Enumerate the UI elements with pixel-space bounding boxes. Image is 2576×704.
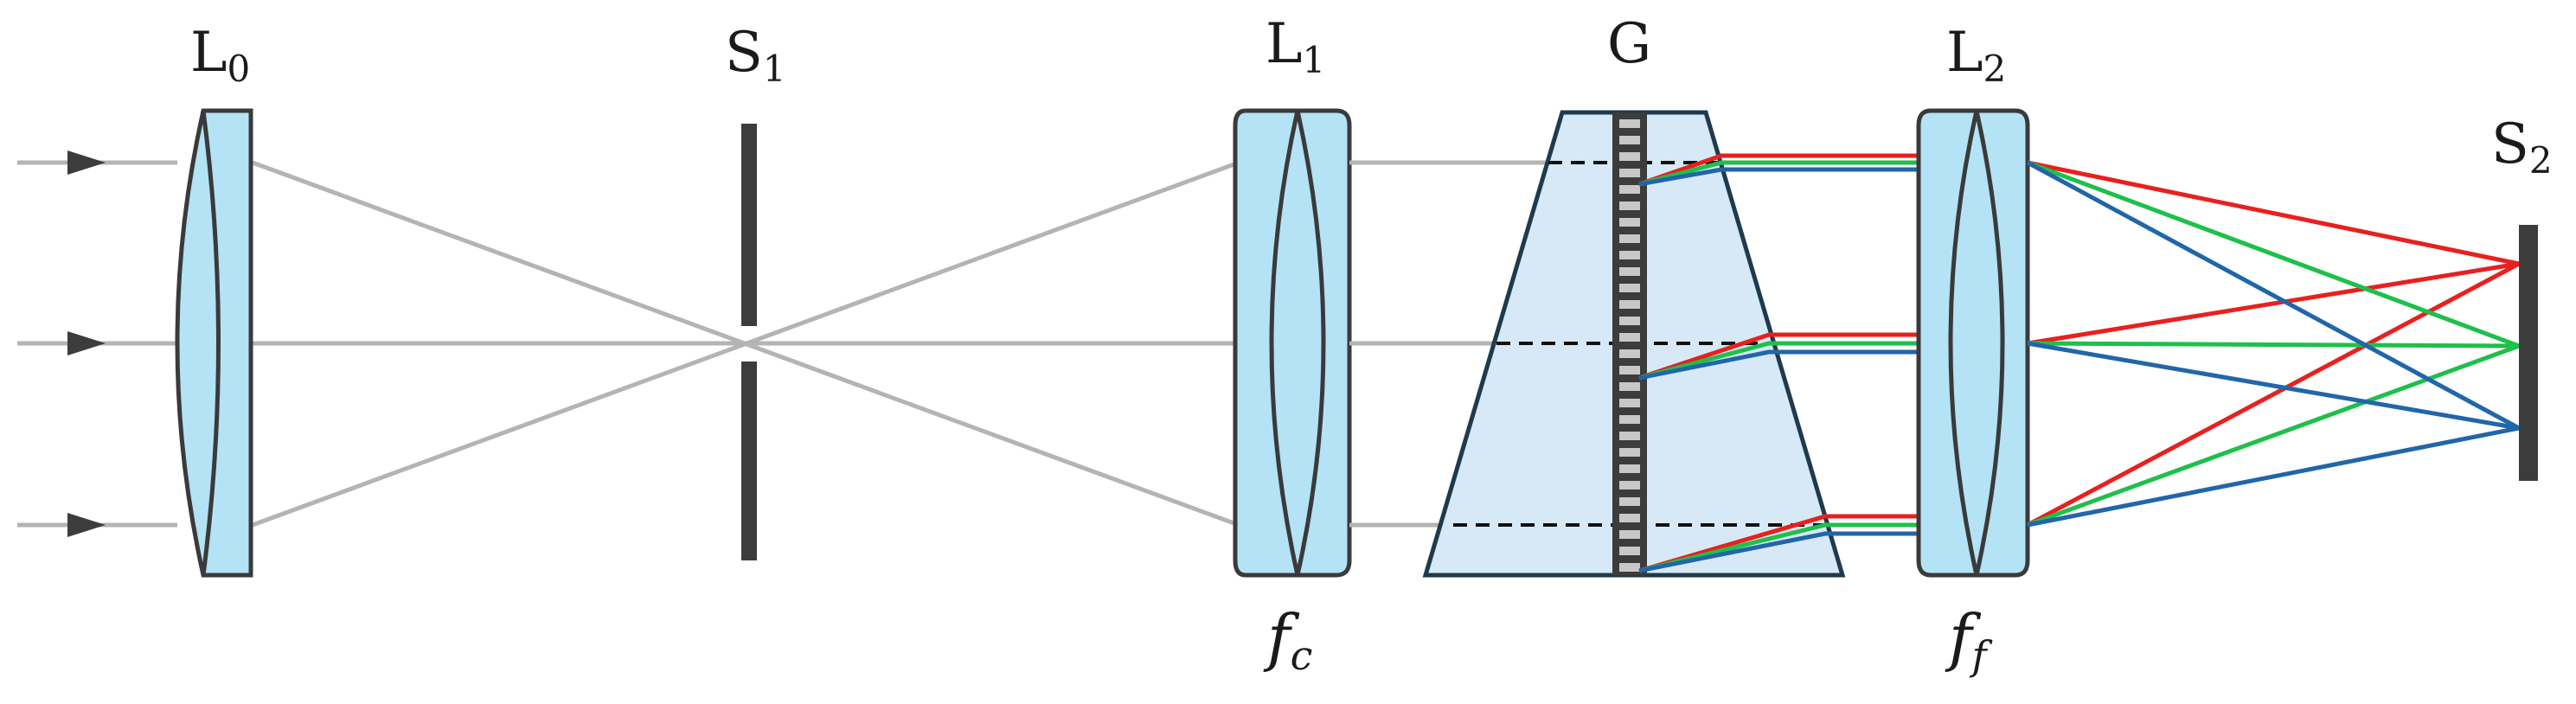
grating-tooth: [1619, 234, 1640, 243]
grating-tooth: [1619, 366, 1640, 374]
grating-strip: [1612, 112, 1647, 575]
dispersed-rays: [1638, 153, 1919, 573]
label-s2: S2: [2491, 112, 2553, 182]
grating-tooth: [1619, 267, 1640, 276]
grating-tooth: [1619, 136, 1640, 144]
label-ff: ff: [1945, 601, 1993, 679]
grating-tooth: [1619, 169, 1640, 177]
grating-tooth: [1619, 333, 1640, 342]
gray-ray-fan: [252, 160, 1240, 528]
label-fc: fc: [1263, 601, 1312, 679]
grating-tooth: [1619, 251, 1640, 259]
grating-tooth: [1619, 202, 1640, 210]
label-l0: L0: [190, 21, 250, 90]
grating-tooth: [1619, 530, 1640, 539]
arrow-right-icon: [67, 150, 106, 175]
grating-tooth: [1619, 547, 1640, 555]
lens-l1: [1233, 108, 1352, 578]
grating-tooth: [1619, 432, 1640, 440]
grating-tooth: [1619, 481, 1640, 490]
grating-tooth: [1619, 300, 1640, 309]
grating-tooth: [1619, 399, 1640, 407]
grating-tooth: [1619, 464, 1640, 473]
screen-s2: [2519, 225, 2538, 481]
grating-tooth: [1619, 514, 1640, 522]
grating-tooth: [1619, 119, 1640, 128]
label-s1: S1: [725, 21, 786, 90]
lens-l0: [175, 108, 253, 578]
arrow-icons: [67, 150, 106, 537]
label-l1: L1: [1266, 12, 1325, 81]
grating-tooth: [1619, 382, 1640, 391]
grating-tooth: [1619, 317, 1640, 325]
grating-tooth: [1619, 152, 1640, 161]
label-g: G: [1607, 12, 1651, 76]
grating-tooth: [1619, 349, 1640, 358]
grating-tooth: [1619, 185, 1640, 194]
grating-tooth: [1619, 218, 1640, 227]
grating-tooth: [1619, 448, 1640, 457]
lens-l2: [1916, 108, 2030, 578]
arrow-right-icon: [67, 513, 106, 537]
grating-tooth: [1619, 284, 1640, 292]
grating-tooth: [1619, 563, 1640, 572]
arrow-right-icon: [67, 331, 106, 355]
grating-tooth: [1619, 415, 1640, 424]
grating-tooth: [1619, 497, 1640, 506]
focused-rays: [2026, 160, 2521, 528]
slit-s1: [741, 124, 757, 560]
label-l2: L2: [1946, 21, 2006, 90]
